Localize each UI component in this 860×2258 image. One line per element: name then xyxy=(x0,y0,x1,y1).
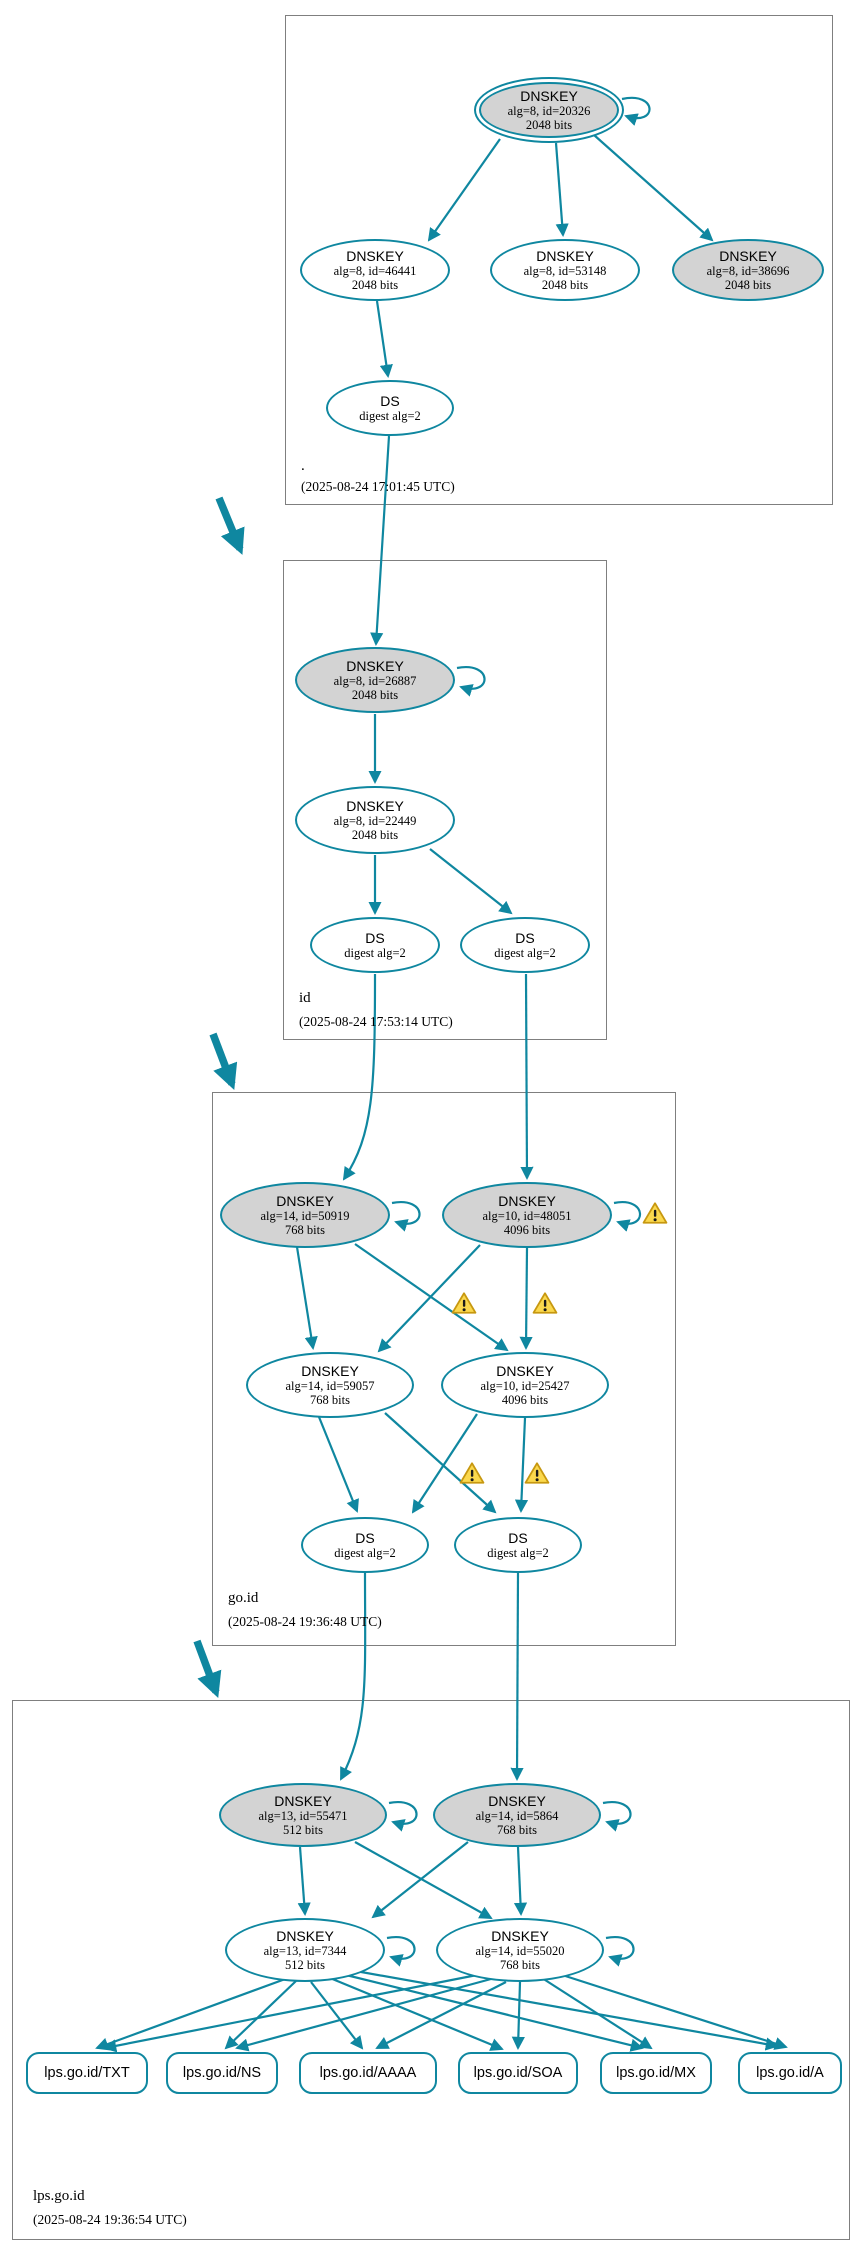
node-detail: digest alg=2 xyxy=(359,409,421,423)
node-detail: alg=14, id=59057 xyxy=(285,1379,375,1393)
ds-node-id-1[interactable]: DS digest alg=2 xyxy=(310,917,440,973)
node-bits: 512 bits xyxy=(285,1958,325,1972)
dnskey-node-53148[interactable]: DNSKEY alg=8, id=53148 2048 bits xyxy=(490,239,640,301)
node-bits: 4096 bits xyxy=(501,1393,549,1407)
node-detail: alg=10, id=25427 xyxy=(480,1379,570,1393)
zone-box-go-id xyxy=(212,1092,676,1646)
zone-label-root: . xyxy=(301,458,305,474)
rrset-mx[interactable]: lps.go.id/MX xyxy=(600,2052,712,2094)
node-bits: 4096 bits xyxy=(503,1223,551,1237)
dnskey-node-5864[interactable]: DNSKEY alg=14, id=5864 768 bits xyxy=(433,1783,601,1847)
node-detail: alg=8, id=38696 xyxy=(706,264,790,278)
node-detail: alg=14, id=5864 xyxy=(475,1809,559,1823)
rrset-aaaa[interactable]: lps.go.id/AAAA xyxy=(299,2052,437,2094)
node-bits: 2048 bits xyxy=(541,278,589,292)
rrset-txt[interactable]: lps.go.id/TXT xyxy=(26,2052,148,2094)
node-detail: alg=10, id=48051 xyxy=(482,1209,572,1223)
node-detail: digest alg=2 xyxy=(494,946,556,960)
rrset-label: lps.go.id/NS xyxy=(182,2065,262,2081)
node-title: DNSKEY xyxy=(346,248,404,264)
node-detail: alg=8, id=20326 xyxy=(507,104,591,118)
dnskey-node-55471[interactable]: DNSKEY alg=13, id=55471 512 bits xyxy=(219,1783,387,1847)
node-detail: alg=13, id=7344 xyxy=(263,1944,347,1958)
node-detail: alg=8, id=26887 xyxy=(333,674,417,688)
node-detail: alg=14, id=55020 xyxy=(475,1944,565,1958)
node-title: DNSKEY xyxy=(276,1928,334,1944)
node-detail: digest alg=2 xyxy=(344,946,406,960)
rrset-ns[interactable]: lps.go.id/NS xyxy=(166,2052,278,2094)
zone-label-id: id xyxy=(299,990,311,1006)
node-detail: digest alg=2 xyxy=(487,1546,549,1560)
rrset-label: lps.go.id/AAAA xyxy=(319,2065,417,2081)
zone-box-lps-go-id xyxy=(12,1700,850,2240)
node-title: DS xyxy=(380,393,400,409)
dnskey-node-26887[interactable]: DNSKEY alg=8, id=26887 2048 bits xyxy=(295,647,455,713)
dnskey-node-48051[interactable]: DNSKEY alg=10, id=48051 4096 bits xyxy=(442,1182,612,1248)
zone-box-root xyxy=(285,15,833,505)
node-detail: digest alg=2 xyxy=(334,1546,396,1560)
zone-label-goid: go.id xyxy=(228,1590,259,1606)
node-title: DNSKEY xyxy=(346,798,404,814)
dnskey-node-59057[interactable]: DNSKEY alg=14, id=59057 768 bits xyxy=(246,1352,414,1418)
node-bits: 2048 bits xyxy=(351,278,399,292)
node-bits: 768 bits xyxy=(310,1393,350,1407)
node-title: DS xyxy=(355,1530,375,1546)
dnskey-node-46441[interactable]: DNSKEY alg=8, id=46441 2048 bits xyxy=(300,239,450,301)
delegation-arrow xyxy=(215,496,245,555)
node-bits: 768 bits xyxy=(285,1223,325,1237)
zone-box-id xyxy=(283,560,607,1040)
rrset-label: lps.go.id/MX xyxy=(616,2065,696,2081)
node-detail: alg=13, id=55471 xyxy=(258,1809,348,1823)
dnskey-node-38696[interactable]: DNSKEY alg=8, id=38696 2048 bits xyxy=(672,239,824,301)
rrset-a[interactable]: lps.go.id/A xyxy=(738,2052,842,2094)
node-title: DNSKEY xyxy=(301,1363,359,1379)
node-title: DNSKEY xyxy=(496,1363,554,1379)
node-title: DNSKEY xyxy=(719,248,777,264)
node-title: DS xyxy=(508,1530,528,1546)
node-bits: 2048 bits xyxy=(724,278,772,292)
node-detail: alg=8, id=53148 xyxy=(523,264,607,278)
rrset-soa[interactable]: lps.go.id/SOA xyxy=(458,2052,578,2094)
node-bits: 2048 bits xyxy=(525,118,573,132)
node-detail: alg=14, id=50919 xyxy=(260,1209,350,1223)
zone-timestamp-root: (2025-08-24 17:01:45 UTC) xyxy=(301,479,455,494)
node-title: DNSKEY xyxy=(536,248,594,264)
dnskey-node-ksk-20326[interactable]: DNSKEY alg=8, id=20326 2048 bits xyxy=(474,77,624,143)
dnskey-node-50919[interactable]: DNSKEY alg=14, id=50919 768 bits xyxy=(220,1182,390,1248)
zone-timestamp-lpsgoid: (2025-08-24 19:36:54 UTC) xyxy=(33,2212,187,2227)
node-bits: 768 bits xyxy=(497,1823,537,1837)
rrset-label: lps.go.id/TXT xyxy=(44,2065,130,2081)
dnskey-node-55020[interactable]: DNSKEY alg=14, id=55020 768 bits xyxy=(436,1918,604,1982)
node-bits: 2048 bits xyxy=(351,688,399,702)
rrset-label: lps.go.id/SOA xyxy=(473,2065,563,2081)
zone-label-lpsgoid: lps.go.id xyxy=(33,2188,85,2204)
node-title: DNSKEY xyxy=(491,1928,549,1944)
node-title: DS xyxy=(515,930,535,946)
node-title: DS xyxy=(365,930,385,946)
node-bits: 768 bits xyxy=(500,1958,540,1972)
rrset-label: lps.go.id/A xyxy=(756,2065,824,2081)
ds-node-id-2[interactable]: DS digest alg=2 xyxy=(460,917,590,973)
delegation-arrow xyxy=(209,1032,238,1090)
dnskey-node-25427[interactable]: DNSKEY alg=10, id=25427 4096 bits xyxy=(441,1352,609,1418)
zone-timestamp-id: (2025-08-24 17:53:14 UTC) xyxy=(299,1014,453,1029)
dnskey-node-22449[interactable]: DNSKEY alg=8, id=22449 2048 bits xyxy=(295,786,455,854)
zone-timestamp-goid: (2025-08-24 19:36:48 UTC) xyxy=(228,1614,382,1629)
node-bits: 512 bits xyxy=(283,1823,323,1837)
ds-node-root[interactable]: DS digest alg=2 xyxy=(326,380,454,436)
node-title: DNSKEY xyxy=(276,1193,334,1209)
node-detail: alg=8, id=46441 xyxy=(333,264,417,278)
delegation-arrow xyxy=(193,1639,222,1698)
ds-node-goid-2[interactable]: DS digest alg=2 xyxy=(454,1517,582,1573)
node-title: DNSKEY xyxy=(488,1793,546,1809)
node-detail: alg=8, id=22449 xyxy=(333,814,417,828)
ds-node-goid-1[interactable]: DS digest alg=2 xyxy=(301,1517,429,1573)
node-title: DNSKEY xyxy=(498,1193,556,1209)
node-bits: 2048 bits xyxy=(351,828,399,842)
dnskey-node-inner: DNSKEY alg=8, id=20326 2048 bits xyxy=(479,82,619,138)
node-title: DNSKEY xyxy=(346,658,404,674)
dnskey-node-7344[interactable]: DNSKEY alg=13, id=7344 512 bits xyxy=(225,1918,385,1982)
node-title: DNSKEY xyxy=(274,1793,332,1809)
node-title: DNSKEY xyxy=(520,88,578,104)
